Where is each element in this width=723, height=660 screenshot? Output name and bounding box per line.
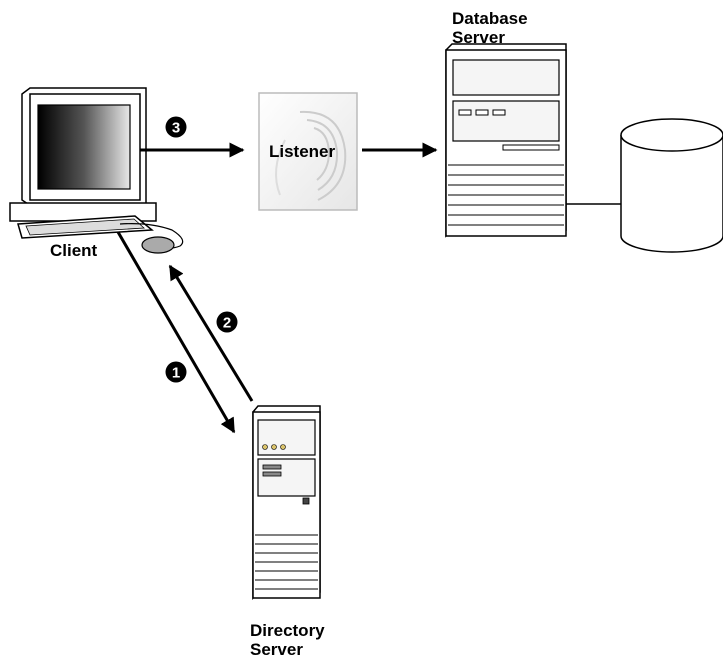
arrow-directory-server-to-client [168,264,254,402]
step-2-number: 2 [223,315,231,332]
listener-label: Listener [269,142,336,161]
client-computer [9,87,184,254]
client-label: Client [50,241,98,260]
arrow-client-to-directory-server [116,231,236,434]
database-server-label-line2: Server [452,28,505,47]
directory-server-label-line2: Server [250,640,303,659]
step-badge-1: 1 [165,361,187,383]
step-badge-3: 3 [165,116,187,138]
database-cylinder-icon [620,118,723,253]
step-1-number: 1 [172,365,180,382]
directory-server-label-line1: Directory [250,621,325,640]
step-3-number: 3 [172,120,180,137]
listener-box [258,92,358,211]
database-server [445,43,567,238]
database-server-label-line1: Database [452,9,528,28]
directory-server [252,405,321,601]
step-badge-2: 2 [216,311,238,333]
